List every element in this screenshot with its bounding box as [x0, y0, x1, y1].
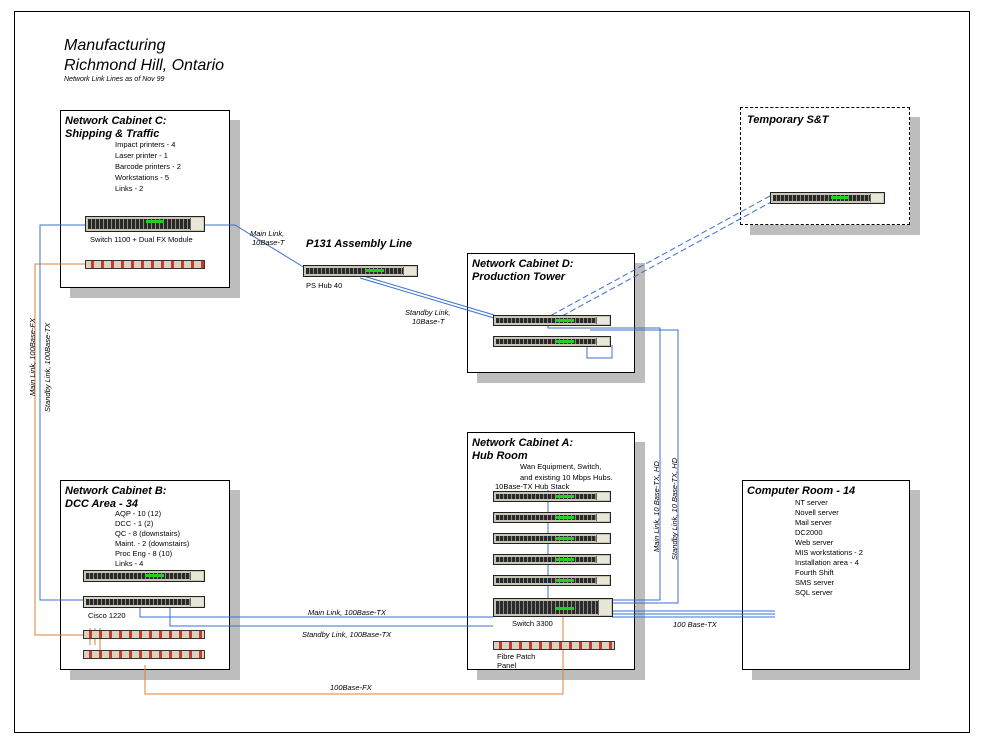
a-d-standby-label: Standby Link, 10 Base-TX, HD	[670, 457, 679, 560]
cabinet-b-title-2: DCC Area - 34	[65, 498, 138, 510]
temporary-st: Temporary S&T	[740, 107, 910, 225]
temporary-link-1	[549, 195, 771, 317]
cabinet-a-line: Wan Equipment, Switch,	[520, 462, 602, 471]
standby-link-hub-d	[359, 277, 495, 319]
cabinet-b-line: DCC - 1 (2)	[115, 519, 154, 528]
page-title-line1: Manufacturing	[64, 37, 166, 54]
cabinet-b-hub	[83, 570, 205, 582]
b-a-main	[139, 604, 493, 618]
computer-room-line: NT server	[795, 498, 828, 507]
cabinet-d-title-1: Network Cabinet D:	[472, 258, 574, 270]
hub-stack-5	[493, 575, 611, 586]
cabinet-c-line: Links - 2	[115, 184, 144, 193]
temporary-link-2	[552, 200, 774, 322]
ps-hub-label: PS Hub 40	[306, 281, 343, 290]
switch-3300-label: Switch 3300	[512, 619, 553, 628]
cabinet-c-patch-panel	[85, 260, 205, 269]
left-standby-label: Standby Link, 100Base-TX	[43, 322, 52, 412]
hub-stack-1	[493, 491, 611, 502]
fibre-patch-panel	[493, 641, 615, 650]
cabinet-a-line: and existing 10 Mbps Hubs.	[520, 473, 613, 482]
cabinet-b-line: Links - 4	[115, 559, 144, 568]
cabinet-d-title-2: Production Tower	[472, 271, 566, 283]
cabinet-c-line: Impact printers - 4	[115, 140, 176, 149]
computer-room-title: Computer Room - 14	[747, 485, 856, 497]
cabinet-c: Network Cabinet C: Shipping & Traffic Im…	[60, 110, 230, 288]
cabinet-a: Network Cabinet A: Hub Room Wan Equipmen…	[467, 432, 635, 670]
cisco-label: Cisco 1220	[88, 611, 126, 620]
cabinet-b-line: AQP - 10 (12)	[115, 509, 162, 518]
cabinet-c-title-1: Network Cabinet C:	[65, 115, 167, 127]
cabinet-c-line: Laser printer - 1	[115, 151, 168, 160]
fibre-patch-label-2: Panel	[497, 661, 517, 670]
cisco-1220	[83, 596, 205, 608]
standby-link-hub-d-2	[359, 274, 495, 316]
left-main-link	[39, 224, 88, 601]
cabinet-b-line: Proc Eng - 8 (10)	[115, 549, 173, 558]
cabinet-b-patch-2	[83, 650, 205, 659]
assembly-title: P131 Assembly Line	[306, 238, 412, 250]
left-fx-link	[34, 263, 88, 636]
a-d-main-label: Main Link, 10 Base-TX, HD	[652, 461, 661, 552]
a-d-standby	[590, 329, 679, 604]
cabinet-b-title-1: Network Cabinet B:	[65, 485, 167, 497]
switch-1100	[85, 216, 205, 232]
cabinet-b-patch-1	[83, 630, 205, 639]
fx-bottom-label: 100Base-FX	[330, 683, 372, 692]
main-link-c-label-1: Main Link,	[250, 229, 285, 238]
switch-3300	[493, 598, 613, 617]
computer-room-line: Web server	[795, 538, 834, 547]
computer-room-line: MIS workstations - 2	[795, 548, 863, 557]
hub-stack-2	[493, 512, 611, 523]
main-link-c-label-2: 10Base-T	[252, 238, 285, 247]
fibre-patch-label-1: Fibre Patch	[497, 652, 536, 661]
cabinet-b-line: QC - 8 (downstairs)	[115, 529, 181, 538]
cabinet-d-hub-1	[493, 315, 611, 326]
left-main-label: Main Link, 100Base-FX	[28, 318, 37, 396]
computer-room-line: SMS server	[795, 578, 835, 587]
a-d-standby-2	[586, 345, 613, 359]
cabinet-c-line: Barcode printers - 2	[115, 162, 181, 171]
cabinet-a-title-2: Hub Room	[472, 450, 528, 462]
temporary-switch	[770, 192, 885, 204]
ps-hub-40	[303, 265, 418, 277]
a-d-main	[547, 322, 661, 601]
standby-d-label-2: 10Base-T	[412, 317, 445, 326]
bottom-fx-link	[144, 610, 564, 695]
standby-b-a-label: Standby Link, 100Base-TX	[302, 630, 392, 639]
cabinet-c-title-2: Shipping & Traffic	[65, 128, 160, 140]
computer-room-line: Installation area - 4	[795, 558, 859, 567]
page-title-line2: Richmond Hill, Ontario	[64, 57, 225, 74]
main-b-a-label: Main Link, 100Base-TX	[308, 608, 386, 617]
computer-room-line: DC2000	[795, 528, 823, 537]
main-link-c-hub	[205, 224, 306, 269]
computer-room: Computer Room - 14 NT server Novell serv…	[742, 480, 910, 670]
cabinet-d-hub-2	[493, 336, 611, 347]
computer-room-line: Fourth Shift	[795, 568, 834, 577]
hub-stack-label: 10Base-TX Hub Stack	[495, 482, 570, 491]
computer-room-line: Mail server	[795, 518, 832, 527]
cabinet-a-title-1: Network Cabinet A:	[472, 437, 574, 449]
page-frame	[14, 11, 970, 733]
standby-d-label-1: Standby Link,	[405, 308, 451, 317]
computer-room-line: SQL server	[795, 588, 833, 597]
tx-cr-label: 100 Base-TX	[673, 620, 717, 629]
switch-1100-label: Switch 1100 + Dual FX Module	[90, 235, 193, 244]
cabinet-b-line: Maint. - 2 (downstairs)	[115, 539, 190, 548]
cabinet-c-line: Workstations - 5	[115, 173, 170, 182]
page-subtitle: Network Link Lines as of Nov 99	[64, 76, 165, 83]
hub-stack-4	[493, 554, 611, 565]
hub-stack-3	[493, 533, 611, 544]
cabinet-d: Network Cabinet D: Production Tower	[467, 253, 635, 373]
computer-room-line: Novell server	[795, 508, 839, 517]
temporary-title: Temporary S&T	[747, 114, 829, 126]
